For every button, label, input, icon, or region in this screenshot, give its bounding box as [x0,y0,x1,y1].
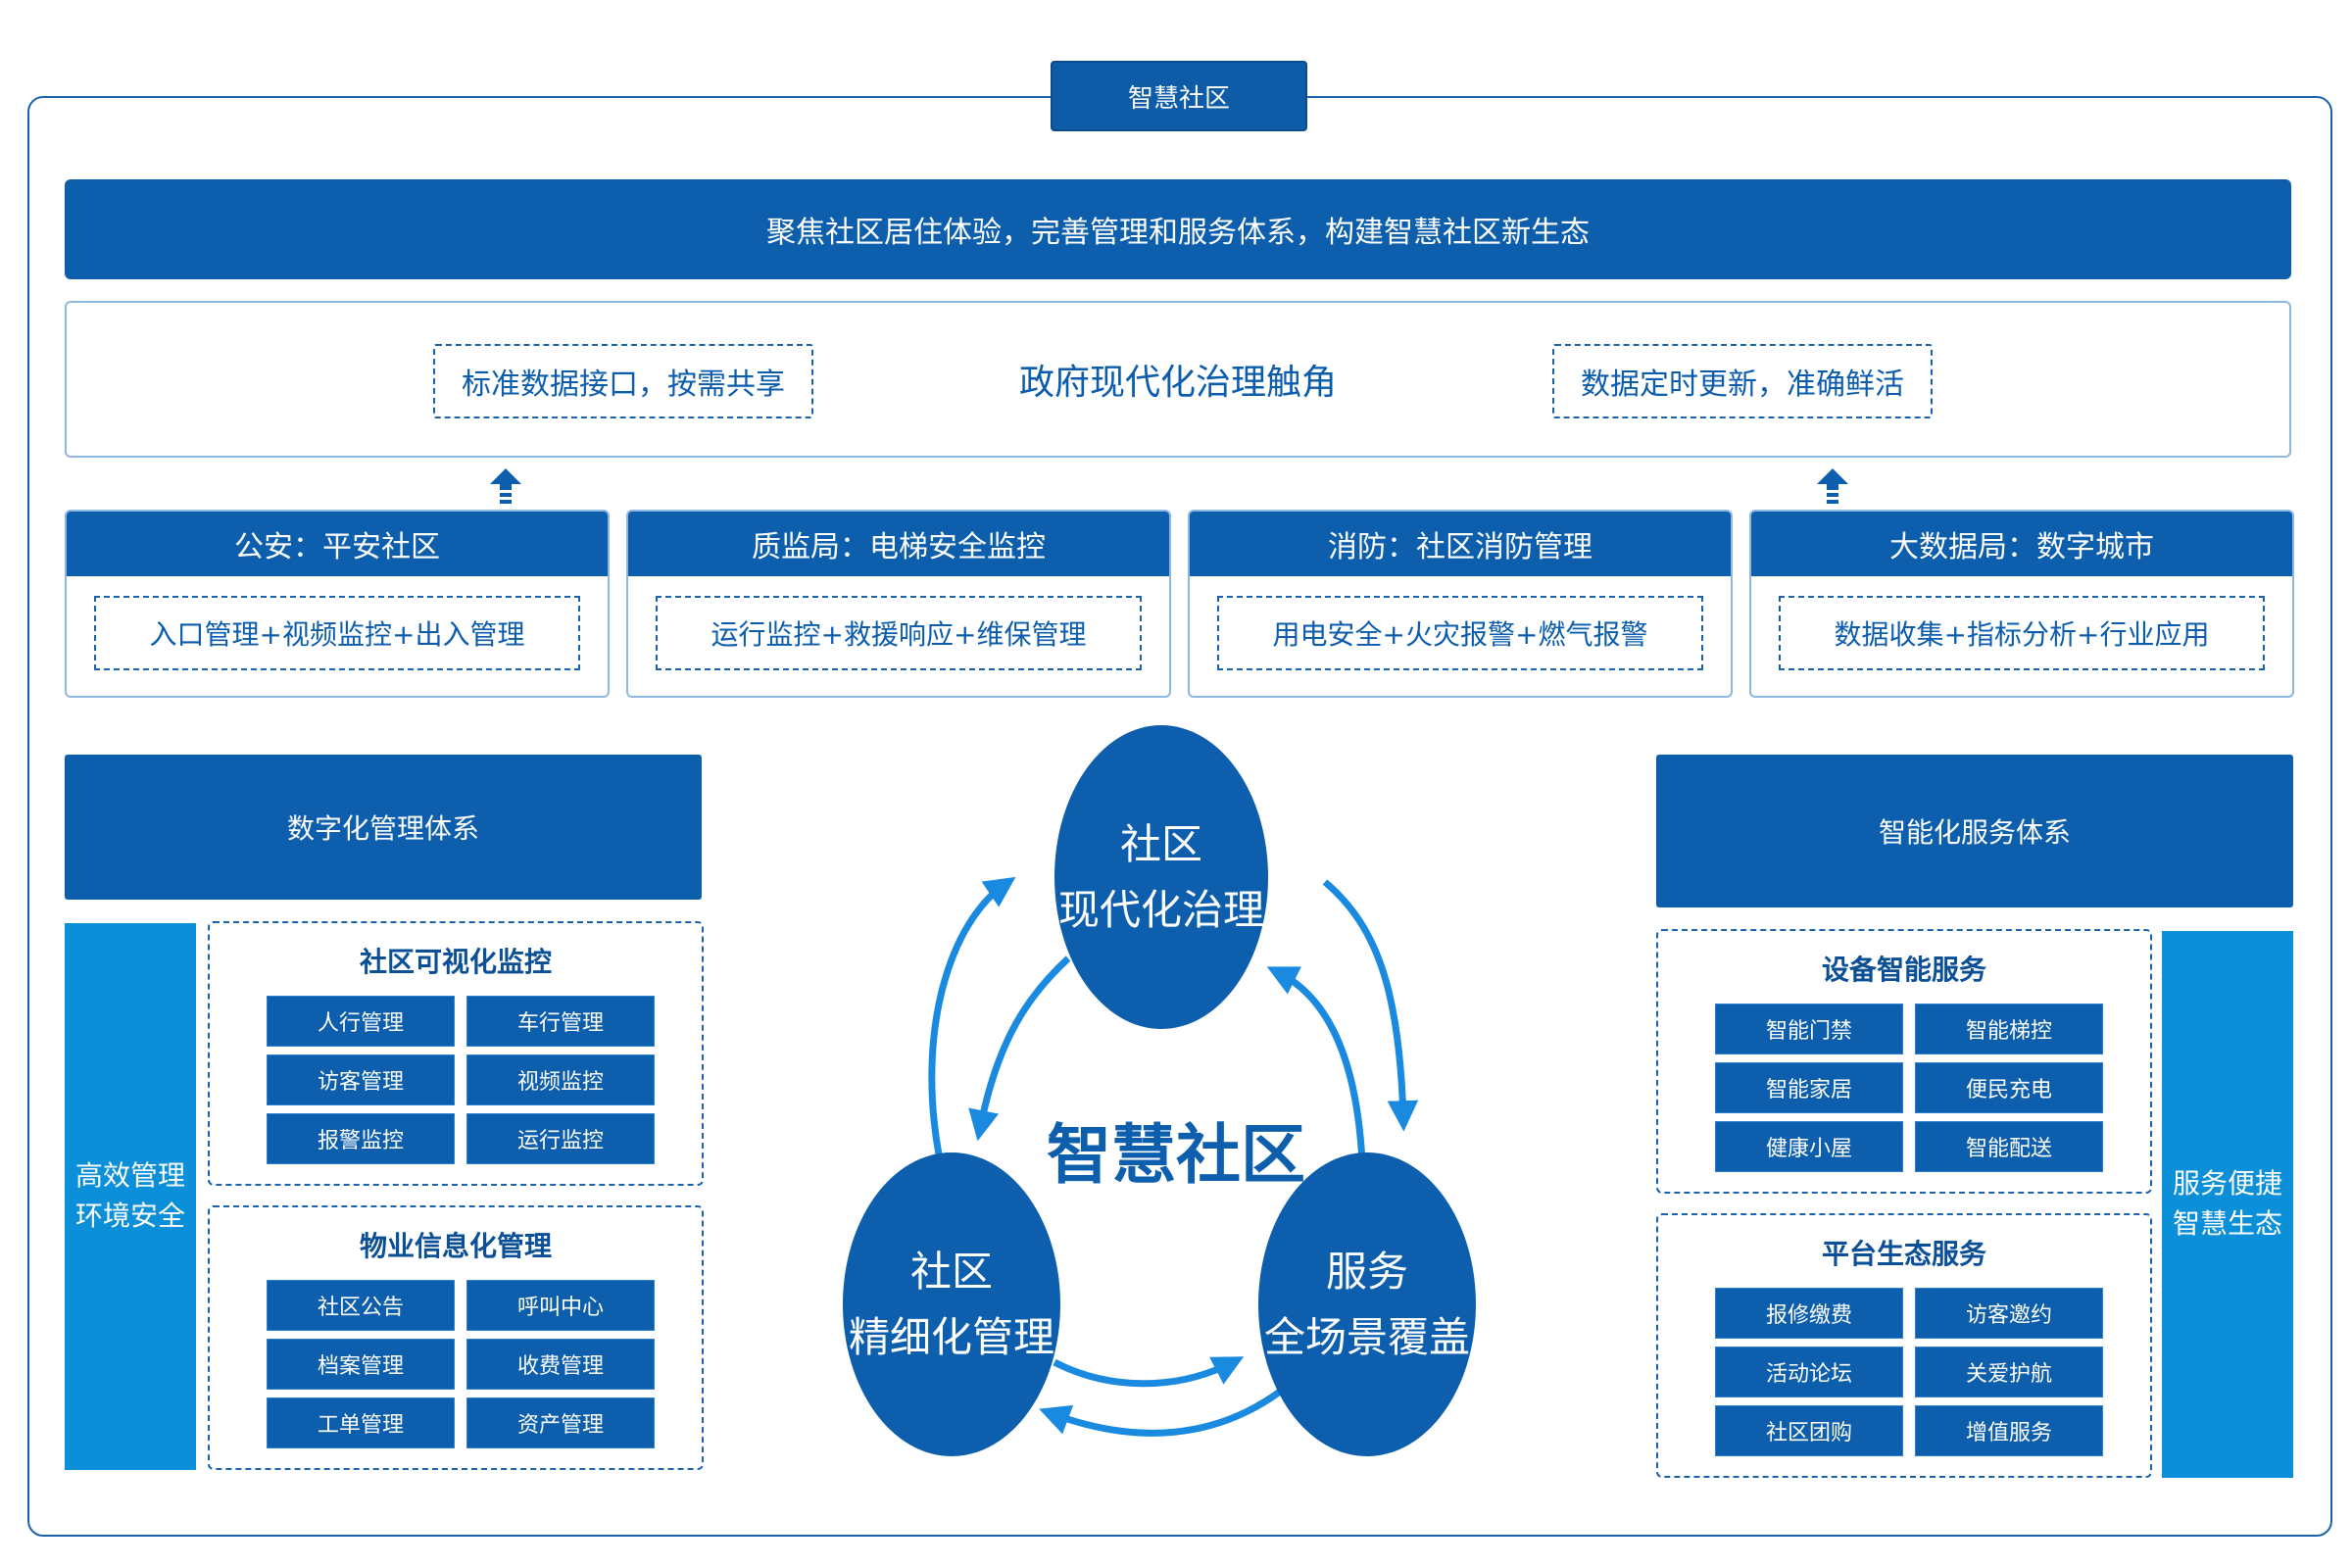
right-side-line: 智慧生态 [2172,1207,2282,1240]
group-property-management: 物业信息化管理 社区公告 呼叫中心 档案管理 收费管理 工单管理 资产管理 [208,1205,704,1470]
mission-banner: 聚焦社区居住体验，完善管理和服务体系，构建智慧社区新生态 [65,179,2291,279]
left-system-header: 数字化管理体系 [65,755,702,900]
cycle-node-service: 服务全场景覆盖 [1258,1152,1476,1456]
cycle-node-management: 社区精细化管理 [843,1152,1060,1456]
gov-panel: 标准数据接口，按需共享 政府现代化治理触角 数据定时更新，准确鲜活 [65,301,2291,458]
service-cell: 收费管理 [466,1339,655,1390]
dept-head: 消防：社区消防管理 [1190,512,1731,576]
node-line: 精细化管理 [848,1313,1054,1361]
dept-card-police: 公安：平安社区 入口管理+视频监控+出入管理 [65,510,610,698]
service-cell: 访客管理 [267,1054,455,1105]
cycle-center-label: 智慧社区 [1047,1117,1305,1193]
cycle-node-governance: 社区现代化治理 [1054,725,1268,1029]
service-cell: 视频监控 [466,1054,655,1105]
node-line: 全场景覆盖 [1263,1313,1470,1361]
dept-body: 数据收集+指标分析+行业应用 [1779,596,2265,670]
service-cell: 关爱护航 [1915,1347,2103,1397]
service-cell: 资产管理 [466,1397,655,1448]
service-cell: 报警监控 [267,1113,455,1164]
service-cell: 访客邀约 [1915,1288,2103,1339]
service-cell: 呼叫中心 [466,1280,655,1331]
service-cell: 智能家居 [1715,1062,1903,1113]
cycle-arrows [928,876,1419,1437]
group-visual-monitoring: 社区可视化监控 人行管理 车行管理 访客管理 视频监控 报警监控 运行监控 [208,921,704,1186]
service-cell: 报修缴费 [1715,1288,1903,1339]
right-side-bar: 服务便捷智慧生态 [2162,931,2293,1478]
dept-body: 入口管理+视频监控+出入管理 [94,596,580,670]
gov-left-box: 标准数据接口，按需共享 [433,344,813,418]
arrow-right-to-left [1039,1389,1283,1437]
service-cell: 健康小屋 [1715,1121,1903,1172]
group-title: 设备智能服务 [1821,954,1986,986]
arrow-top-to-right [1322,879,1419,1132]
service-cell: 活动论坛 [1715,1347,1903,1397]
dept-body: 运行监控+救援响应+维保管理 [656,596,1142,670]
dept-head: 公安：平安社区 [67,512,608,576]
service-cell: 社区团购 [1715,1405,1903,1456]
arrow-left-to-top [928,876,1016,1155]
service-cell: 社区公告 [267,1280,455,1331]
service-cell: 智能配送 [1915,1121,2103,1172]
service-cell: 智能门禁 [1715,1004,1903,1054]
service-cell: 档案管理 [267,1339,455,1390]
node-line: 现代化治理 [1057,886,1264,934]
gov-right-box: 数据定时更新，准确鲜活 [1552,344,1933,418]
service-cell: 便民充电 [1915,1062,2103,1113]
arrow-right-to-top [1266,966,1366,1163]
dept-card-fire: 消防：社区消防管理 用电安全+火灾报警+燃气报警 [1188,510,1733,698]
up-arrow-icon [490,468,521,504]
service-cell: 工单管理 [267,1397,455,1448]
dept-head: 质监局：电梯安全监控 [628,512,1169,576]
group-platform-services: 平台生态服务 报修缴费 访客邀约 活动论坛 关爱护航 社区团购 增值服务 [1656,1213,2152,1478]
right-system-header: 智能化服务体系 [1656,755,2293,907]
group-title: 社区可视化监控 [359,946,552,978]
dept-card-quality: 质监局：电梯安全监控 运行监控+救援响应+维保管理 [626,510,1171,698]
node-line: 服务 [1325,1247,1408,1296]
service-cell: 人行管理 [267,996,455,1047]
node-line: 社区 [909,1247,993,1296]
arrow-top-to-left [968,956,1071,1142]
page-title: 智慧社区 [1051,61,1307,131]
gov-title: 政府现代化治理触角 [1018,363,1337,403]
right-side-line: 服务便捷 [2172,1167,2282,1200]
service-cell: 增值服务 [1915,1405,2103,1456]
dept-head: 大数据局：数字城市 [1751,512,2292,576]
dept-card-bigdata: 大数据局：数字城市 数据收集+指标分析+行业应用 [1749,510,2294,698]
service-cell: 运行监控 [466,1113,655,1164]
group-title: 平台生态服务 [1821,1238,1986,1270]
left-side-line: 高效管理 [74,1159,185,1193]
up-arrow-icon [1817,468,1848,504]
group-title: 物业信息化管理 [359,1230,552,1262]
arrow-left-to-right [1053,1356,1245,1388]
left-side-line: 环境安全 [74,1200,185,1232]
dept-body: 用电安全+火灾报警+燃气报警 [1217,596,1703,670]
service-cell: 智能梯控 [1915,1004,2103,1054]
left-side-bar: 高效管理环境安全 [65,923,196,1470]
group-device-services: 设备智能服务 智能门禁 智能梯控 智能家居 便民充电 健康小屋 智能配送 [1656,929,2152,1194]
node-line: 社区 [1119,819,1202,868]
service-cell: 车行管理 [466,996,655,1047]
